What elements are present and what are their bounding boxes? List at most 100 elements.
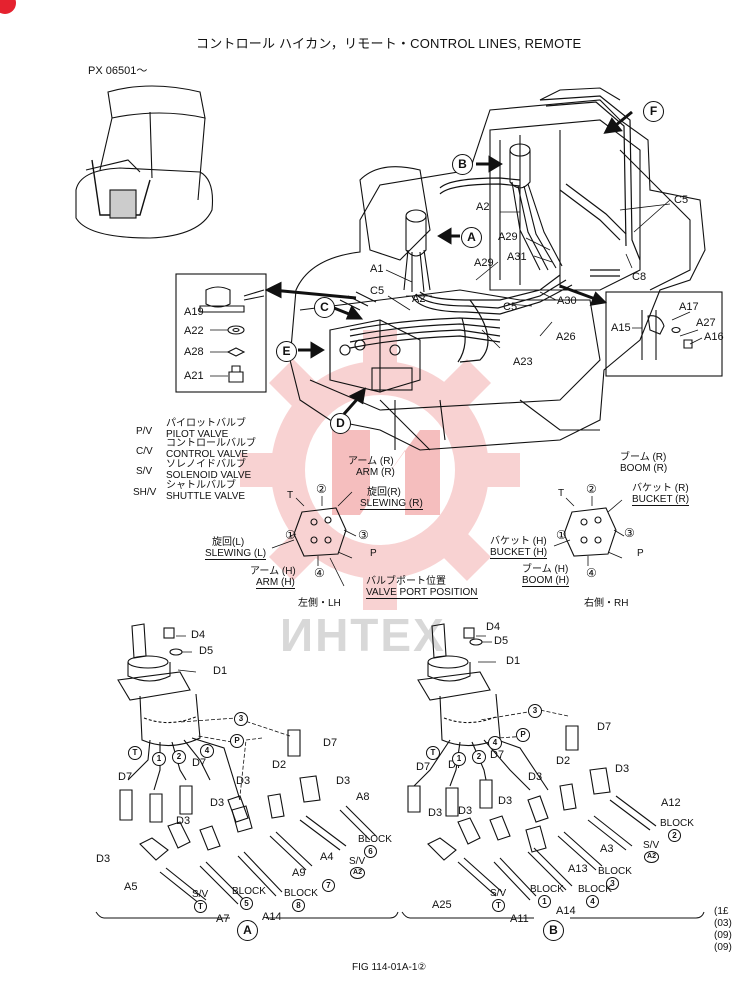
b-block-3-num: 3 (606, 877, 619, 890)
figure-number: FIG 114-01A-1② (352, 962, 427, 973)
assembly-b-label: B (543, 920, 564, 941)
label-a22: A22 (184, 325, 204, 337)
callout-arrows (264, 110, 633, 415)
b-pipe-t: T (426, 746, 440, 760)
a-a7: A7 (216, 913, 230, 925)
label-a16: A16 (704, 331, 724, 343)
assembly-a-label: A (237, 920, 258, 941)
valve-port-en: VALVE PORT POSITION (366, 587, 478, 599)
excavator-thumbnail-icon (75, 85, 214, 239)
lh-port-t: T (287, 490, 294, 501)
rh-bucket-h-jp: バケット (H) (490, 536, 547, 547)
a-sv-a2: A2 (350, 867, 365, 879)
inset-right (605, 291, 723, 377)
label-a28: A28 (184, 346, 204, 358)
a-block-8-num: 8 (292, 899, 305, 912)
label-a2-top: A2 (476, 201, 490, 213)
a-d1: D1 (213, 665, 228, 677)
a-block-5-num: 5 (240, 897, 253, 910)
b-pipe-3: 3 (528, 704, 542, 718)
b-d3-2: D3 (615, 763, 630, 775)
rh-port-2: ② (586, 482, 597, 496)
a-d7-mid: D7 (192, 757, 207, 769)
legend-cv-abbr: C/V (136, 446, 153, 457)
a-block-6-num: 6 (364, 845, 377, 858)
lh-port-2: ② (316, 482, 327, 496)
b-a11: A11 (510, 913, 529, 925)
legend-sv-en: SOLENOID VALVE (166, 470, 252, 481)
a-d3-1: D3 (236, 775, 251, 787)
a-a14: A14 (262, 911, 282, 923)
b-block-4: BLOCK (578, 884, 612, 895)
callout-e-marker: E (276, 341, 297, 362)
a-sv2: S/V (192, 889, 209, 900)
label-a31: A31 (507, 251, 527, 263)
a-pipe-p: P (230, 734, 244, 748)
side-code-3: (09) (714, 930, 732, 941)
a-pipe-1: 1 (152, 752, 166, 766)
a-a8: A8 (356, 791, 370, 803)
a-d3-3: D3 (210, 797, 225, 809)
b-block-1-num: 1 (538, 895, 551, 908)
rh-boom-r-jp: ブーム (R) (620, 452, 667, 463)
rh-port-1: ① (556, 528, 567, 542)
a-sv2-t: T (194, 900, 207, 913)
b-d3-3: D3 (498, 795, 513, 807)
a-d4: D4 (191, 629, 206, 641)
label-a23: A23 (513, 356, 533, 368)
label-a30: A30 (557, 295, 577, 307)
a-a5: A5 (124, 881, 138, 893)
pilot-valve-drawings (403, 143, 563, 293)
legend-sv-abbr: S/V (136, 466, 153, 477)
inset-left (175, 273, 267, 393)
b-block-1: BLOCK (530, 884, 564, 895)
legend-shv-jp: シャトルバルブ (166, 480, 236, 491)
label-a21: A21 (184, 370, 204, 382)
label-a27: A27 (696, 317, 716, 329)
assembly-a-drawing (95, 623, 399, 919)
corner-marker-icon (0, 0, 16, 14)
b-d5: D5 (494, 635, 509, 647)
callout-c-marker: C (314, 297, 335, 318)
a-block-5: BLOCK (232, 886, 266, 897)
b-sv2-t: T (492, 899, 505, 912)
lh-port-1: ① (285, 528, 296, 542)
rh-boom-h: BOOM (H) (522, 575, 570, 587)
b-sv2: S/V (490, 888, 507, 899)
legend-cv-jp: コントロールバルブ (166, 438, 256, 449)
side-code-4: (09) (714, 942, 732, 953)
a-pipe-2: 2 (172, 750, 186, 764)
b-pipe-p: P (516, 728, 530, 742)
legend-shv-abbr: SH/V (133, 487, 157, 498)
hose-bundle (349, 95, 641, 363)
legend-pv-abbr: P/V (136, 426, 153, 437)
b-sv-a2: A2 (644, 851, 659, 863)
label-c8: C8 (632, 271, 647, 283)
side-code-1: (1£ (714, 906, 729, 917)
lh-slew-l: SLEWING (L) (205, 548, 267, 560)
b-d7-right: D7 (597, 721, 612, 733)
b-block-2-num: 2 (668, 829, 681, 842)
callout-b-marker: B (452, 154, 473, 175)
rh-bucket-h: BUCKET (H) (490, 547, 548, 559)
lh-slew-l-jp: 旋回(L) (212, 537, 245, 548)
b-d1: D1 (506, 655, 521, 667)
b-pipe-1: 1 (452, 752, 466, 766)
a-a4: A4 (320, 851, 334, 863)
lh-arm-r: ARM (R) (356, 467, 395, 478)
a-a9: A9 (292, 867, 306, 879)
label-a2-mid: A2 (412, 293, 426, 305)
a-d3-4: D3 (176, 815, 191, 827)
b-d3-5: D3 (458, 805, 473, 817)
b-a12: A12 (661, 797, 681, 809)
label-c5-mid: C5 (503, 301, 518, 313)
b-a14: A14 (556, 905, 576, 917)
b-a3: A3 (600, 843, 614, 855)
a-d3-5: D3 (96, 853, 111, 865)
label-a1: A1 (370, 263, 384, 275)
lh-arm-h-jp: アーム (H) (250, 566, 296, 577)
page-title: コントロール ハイカン，リモート・CONTROL LINES, REMOTE (196, 36, 582, 51)
lh-port-p: P (370, 548, 377, 559)
legend-shv-en: SHUTTLE VALVE (166, 491, 246, 502)
b-pipe-2: 2 (472, 750, 486, 764)
